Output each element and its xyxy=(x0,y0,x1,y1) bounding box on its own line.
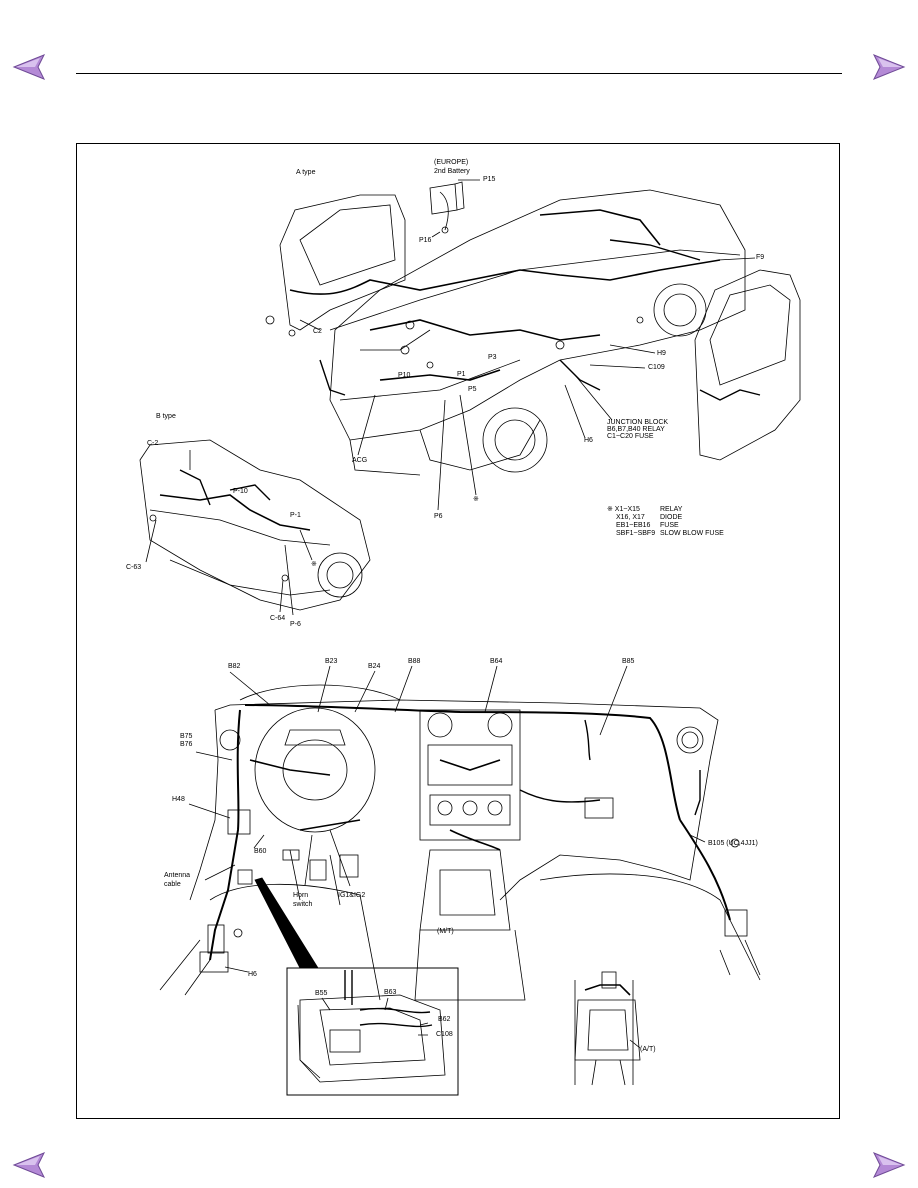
mt-label: (M/T) xyxy=(437,928,454,935)
horn-label: Horn xyxy=(293,892,309,899)
legend-desc: DIODE xyxy=(660,514,683,521)
left-arrow-icon xyxy=(12,1152,46,1178)
label-f9: F9 xyxy=(756,254,765,261)
right-arrow-icon xyxy=(872,1152,906,1178)
label-c109: C109 xyxy=(648,364,665,371)
label-b63: B63 xyxy=(384,989,397,996)
label-b55: B55 xyxy=(315,990,328,997)
ig-switch-label: IG1&IG2 xyxy=(338,892,366,899)
label-h9: H9 xyxy=(657,350,666,357)
header-rule xyxy=(76,73,842,74)
label-p3: P3 xyxy=(488,354,497,361)
next-page-button[interactable] xyxy=(872,54,906,80)
legend-desc: SLOW BLOW FUSE xyxy=(660,530,724,537)
label-c2: C2 xyxy=(313,328,322,335)
label-h6-top: H6 xyxy=(584,437,593,444)
label-p-6: P-6 xyxy=(290,621,301,628)
label-p10: P10 xyxy=(398,372,411,379)
label-h6-dash: H6 xyxy=(248,971,257,978)
label-p15: P15 xyxy=(483,176,496,183)
second-battery-label: 2nd Battery xyxy=(434,168,470,175)
label-b85: B85 xyxy=(622,658,635,665)
left-arrow-icon xyxy=(12,54,46,80)
label-p6: P6 xyxy=(434,513,443,520)
a-type-title: A type xyxy=(296,169,316,176)
previous-page-button[interactable] xyxy=(12,54,46,80)
inset-detail-outline xyxy=(297,970,446,1083)
legend-code: SBF1~SBF9 xyxy=(616,530,656,537)
diagram-frame xyxy=(76,143,840,1119)
junction-fuse-label: C1~C20 FUSE xyxy=(607,433,654,440)
previous-page-button-bottom[interactable] xyxy=(12,1152,46,1178)
next-page-button-bottom[interactable] xyxy=(872,1152,906,1178)
legend-code: ※ X1~X15 xyxy=(607,506,640,513)
label-p-10: P-10 xyxy=(233,488,248,495)
label-acg: ACG xyxy=(352,457,368,464)
legend-desc: FUSE xyxy=(660,522,679,529)
legend-desc: RELAY xyxy=(660,506,683,513)
label-p1: P1 xyxy=(457,371,466,378)
truck-a-type-outline xyxy=(265,179,801,511)
label-b75: B75 xyxy=(180,733,193,740)
label-b64: B64 xyxy=(490,658,503,665)
label-c-64: C-64 xyxy=(270,615,286,622)
label-c-63: C-63 xyxy=(126,564,142,571)
label-b23: B23 xyxy=(325,658,338,665)
b-type-title: B type xyxy=(156,413,176,420)
label-c-2: C-2 xyxy=(147,440,159,447)
at-console-outline xyxy=(574,971,641,1086)
label-p16: P16 xyxy=(419,237,432,244)
label-b82: B82 xyxy=(228,663,241,670)
right-arrow-icon xyxy=(872,54,906,80)
label-b62: B62 xyxy=(438,1016,451,1023)
label-b105: B105 (UC,4JJ1) xyxy=(708,840,758,847)
label-p-1: P-1 xyxy=(290,512,301,519)
label-h48: H48 xyxy=(172,796,185,803)
label-p5: P5 xyxy=(468,386,477,393)
legend-code: EB1~EB16 xyxy=(616,522,651,529)
junction-relay-label: B6,B7,B40 RELAY xyxy=(607,426,665,433)
label-b88: B88 xyxy=(408,658,421,665)
at-label: (A/T) xyxy=(640,1046,656,1053)
junction-block-label: JUNCTION BLOCK xyxy=(607,419,669,426)
legend-code: X16, X17 xyxy=(616,514,645,521)
truck-b-type-outline xyxy=(139,439,371,616)
relay-mark-b-type: ※ xyxy=(311,561,317,568)
cable-label: cable xyxy=(164,881,181,888)
antenna-label: Antenna xyxy=(164,872,191,879)
label-c108: C108 xyxy=(436,1031,453,1038)
label-b76: B76 xyxy=(180,741,193,748)
label-b60: B60 xyxy=(254,848,267,855)
europe-label: (EUROPE) xyxy=(434,159,469,166)
switch-label: switch xyxy=(293,901,313,908)
dashboard-outline xyxy=(159,665,761,1085)
label-b24: B24 xyxy=(368,663,381,670)
relay-mark-top: ※ xyxy=(473,496,479,503)
